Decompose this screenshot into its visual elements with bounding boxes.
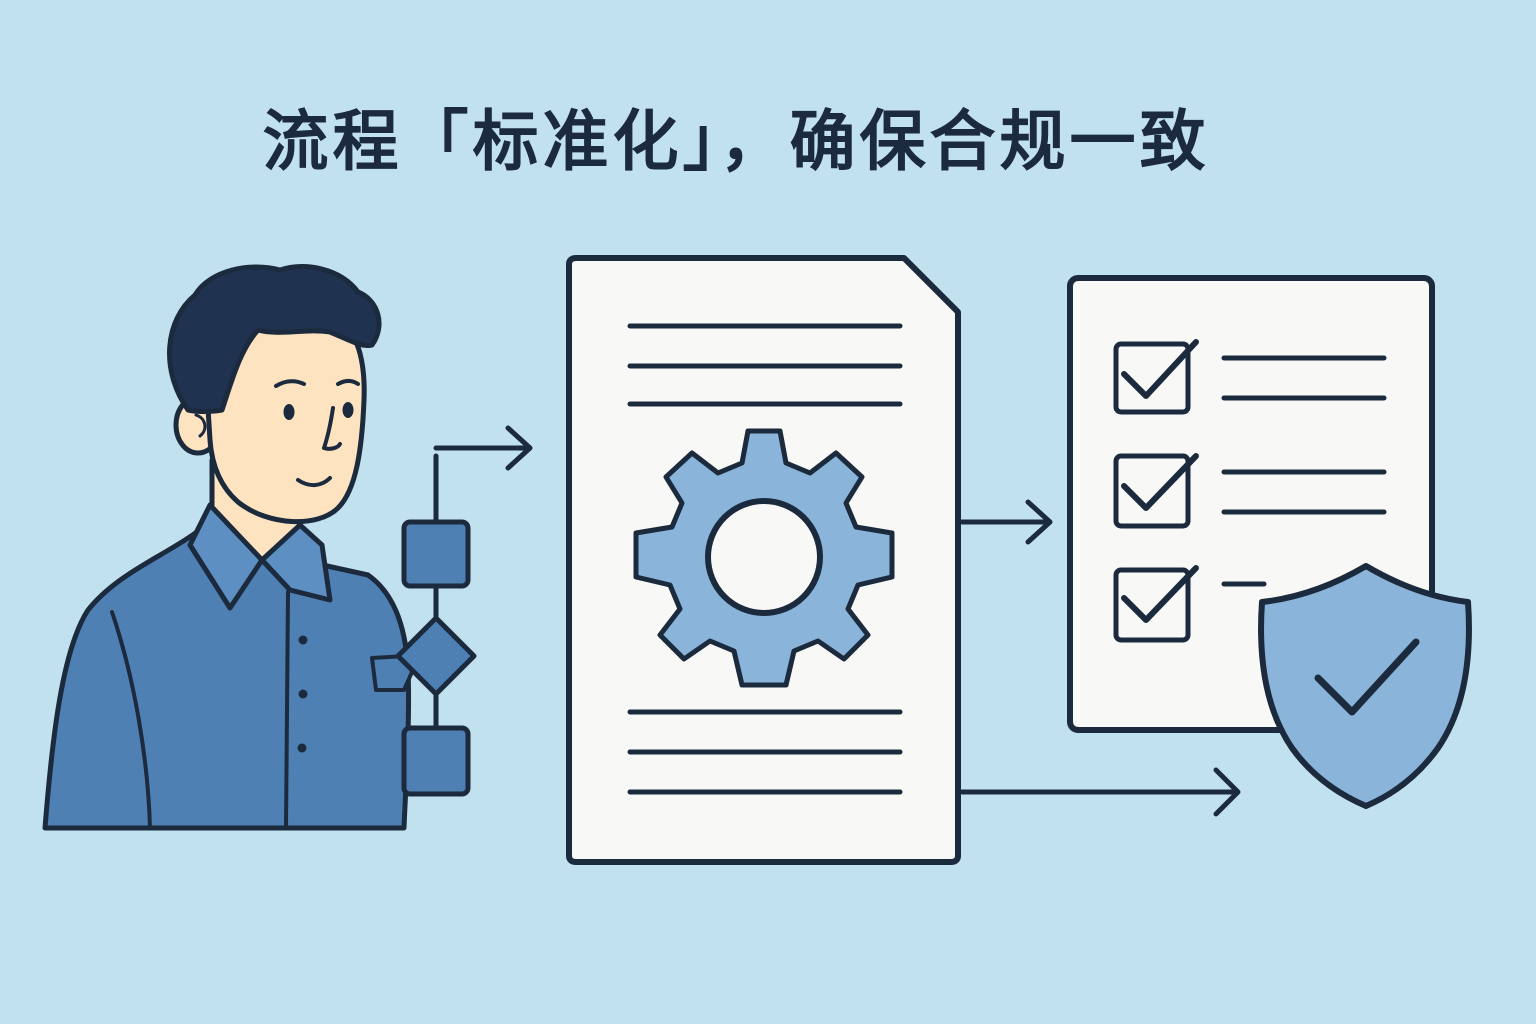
person-figure [42,264,414,831]
checklist-item [1113,453,1387,529]
gear-icon [633,428,895,688]
shield-check-icon [1258,563,1472,809]
page-title: 流程「标准化」，确保合规一致 [262,103,1210,180]
connectors [959,499,1241,817]
arrow-right-icon [1213,767,1241,817]
check-icon [1121,339,1199,399]
check-icon [1121,453,1199,511]
process-document [566,255,961,865]
checklist-item [1113,339,1387,415]
collar-right [259,522,333,603]
hair [167,264,382,414]
check-icon [1121,565,1199,623]
flow-node-top [401,519,471,589]
eye-left [283,404,295,420]
flowchart [395,425,533,797]
flow-node-bottom [401,725,471,797]
collar-left [187,502,265,611]
checklist-item [1113,565,1267,643]
arrow-right-icon [1025,499,1053,545]
arrow-right-icon [505,425,533,471]
eye-right [342,402,354,418]
